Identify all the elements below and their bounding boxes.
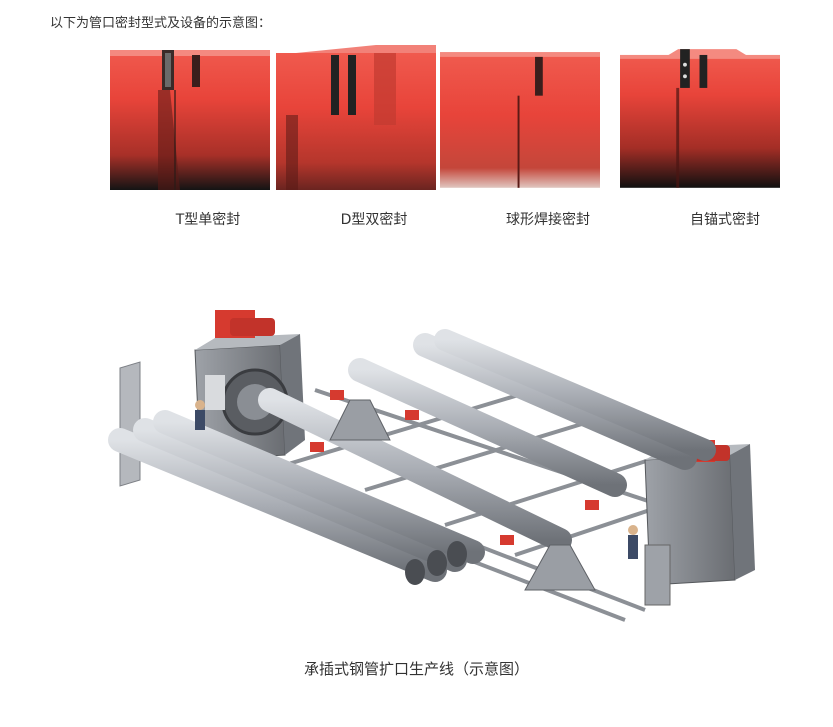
self-anchoring-seal-label: 自锚式密封 [690,212,760,228]
workers [195,400,638,559]
production-line-illustration [108,310,755,622]
spherical-weld-seal-label: 球形焊接密封 [506,212,590,228]
steel-pipes [108,329,716,585]
roller-supports [310,390,599,545]
production-line-caption: 承插式钢管扩口生产线（示意图） [303,660,529,678]
t-single-seal-label: T型单密封 [175,212,241,228]
spherical-weld-seal-image [440,52,600,188]
d-double-seal-image [276,45,436,190]
pipe-stands [329,399,596,591]
d-double-seal-label: D型双密封 [340,212,408,228]
t-single-seal-image [110,50,270,190]
right-expander-machine [644,440,755,606]
self-anchoring-seal-image [620,49,780,188]
intro-text: 以下为管口密封型式及设备的示意图： [50,16,272,31]
